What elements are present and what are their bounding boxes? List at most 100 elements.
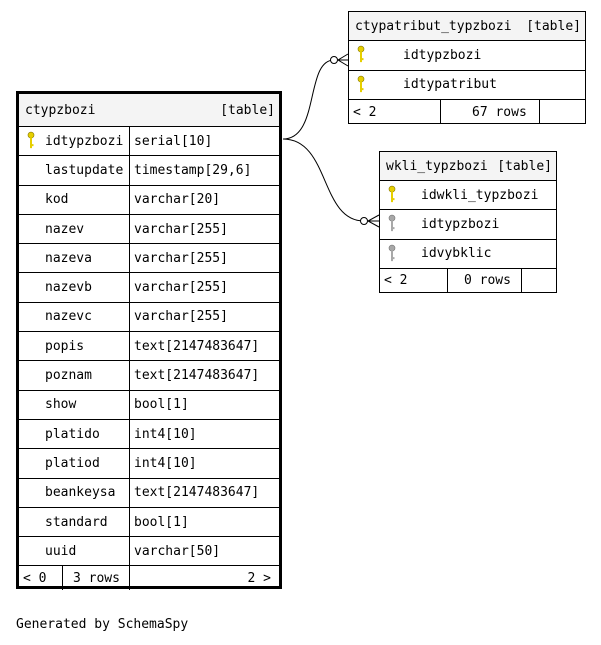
- column-row[interactable]: idtypzbozi: [349, 41, 585, 71]
- column-name-cell: platido: [19, 419, 130, 449]
- column-name-cell: idtypatribut: [349, 71, 585, 100]
- column-name: standard: [45, 514, 108, 530]
- column-name-cell: popis: [19, 332, 130, 361]
- column-row[interactable]: idvybklic: [380, 240, 556, 269]
- column-name-cell: uuid: [19, 537, 130, 566]
- column-name: lastupdate: [45, 162, 124, 178]
- relation-optional-circle: [360, 217, 368, 225]
- column-row[interactable]: uuid varchar[50]: [19, 537, 279, 567]
- column-name: nazev: [45, 221, 85, 237]
- column-name-cell: show: [19, 390, 130, 419]
- column-name: beankeysa: [45, 485, 116, 501]
- column-type: varchar[20]: [134, 192, 221, 208]
- column-name: idtypzbozi: [45, 133, 124, 149]
- column-type: varchar[255]: [134, 309, 228, 325]
- key-icon: [388, 215, 396, 232]
- column-row[interactable]: standard bool[1]: [19, 507, 279, 538]
- column-type: text[2147483647]: [134, 338, 260, 354]
- row-count: 3 rows: [63, 566, 130, 591]
- column-row[interactable]: nazevb varchar[255]: [19, 273, 279, 303]
- column-name: show: [45, 397, 77, 413]
- relation-ctypzbozi-ctypatribut: [282, 59, 335, 140]
- table-header: ctypzbozi [table]: [19, 94, 279, 127]
- column-row[interactable]: beankeysa text[2147483647]: [19, 478, 279, 508]
- column-type: bool[1]: [134, 514, 189, 530]
- column-row[interactable]: show bool[1]: [19, 390, 279, 420]
- key-icon: [357, 46, 365, 63]
- column-row[interactable]: popis text[2147483647]: [19, 332, 279, 362]
- table-kind: [table]: [526, 18, 581, 34]
- column-type: text[2147483647]: [134, 368, 260, 384]
- table-ctypzbozi[interactable]: ctypzbozi [table] idtypzbozi serial[10] la…: [16, 91, 282, 591]
- children-count[interactable]: 2 >: [247, 570, 271, 586]
- column-name: popis: [45, 338, 85, 354]
- parents-count[interactable]: < 2: [349, 100, 441, 124]
- column-name: platiod: [45, 455, 100, 471]
- column-name-cell: nazevb: [19, 273, 130, 302]
- table-name: ctypatribut_typzbozi: [355, 18, 512, 34]
- column-name: poznam: [45, 368, 92, 384]
- table-name: ctypzbozi: [25, 102, 96, 118]
- key-icon: [388, 185, 396, 203]
- table-footer: < 0 3 rows 2 >: [19, 566, 279, 591]
- table-kind: [table]: [497, 158, 552, 174]
- column-row[interactable]: idtypzbozi serial[10]: [19, 127, 279, 157]
- table-footer: < 2 67 rows: [349, 100, 585, 124]
- column-row[interactable]: lastupdate timestamp[29,6]: [19, 156, 279, 186]
- column-type: timestamp[29,6]: [134, 162, 252, 178]
- table-header: ctypatribut_typzbozi [table]: [349, 12, 585, 41]
- column-name: nazevc: [45, 309, 92, 325]
- column-name: idtypzbozi: [403, 47, 482, 63]
- column-name-cell: nazev: [19, 214, 130, 244]
- column-row[interactable]: idtypzbozi: [380, 210, 556, 240]
- column-type: varchar[255]: [134, 280, 228, 296]
- column-row[interactable]: poznam text[2147483647]: [19, 361, 279, 391]
- relation-ctypzbozi-wkli: [282, 138, 365, 222]
- key-icon: [27, 131, 35, 149]
- column-name-cell: idtypzbozi: [19, 127, 130, 156]
- children-count[interactable]: [522, 269, 556, 293]
- table-footer: < 2 0 rows: [380, 268, 556, 293]
- table-name: wkli_typzbozi: [386, 158, 488, 174]
- column-name-cell: lastupdate: [19, 156, 130, 185]
- column-name: idwkli_typzbozi: [421, 187, 539, 203]
- column-name-cell: idtypzbozi: [349, 41, 585, 70]
- key-icon: [388, 244, 396, 261]
- column-name: nazevb: [45, 280, 92, 296]
- column-name-cell: idvybklic: [380, 240, 556, 268]
- column-row[interactable]: idwkli_typzbozi: [380, 181, 556, 211]
- column-type: varchar[255]: [134, 250, 228, 266]
- column-name: platido: [45, 426, 100, 442]
- column-name-cell: beankeysa: [19, 478, 130, 507]
- row-count: 0 rows: [448, 268, 522, 293]
- column-name-cell: nazeva: [19, 244, 130, 273]
- column-name-cell: platiod: [19, 449, 130, 478]
- table-kind: [table]: [220, 102, 275, 118]
- column-row[interactable]: nazevc varchar[255]: [19, 302, 279, 333]
- parents-count[interactable]: < 2: [380, 268, 448, 293]
- column-type: varchar[50]: [134, 543, 221, 559]
- table-ctypatribut-typzbozi[interactable]: ctypatribut_typzbozi [table] idtypzbozi i…: [348, 11, 586, 124]
- row-count: 67 rows: [441, 100, 540, 124]
- column-name-cell: poznam: [19, 361, 130, 390]
- column-name-cell: idwkli_typzbozi: [380, 181, 556, 209]
- children-count[interactable]: [540, 100, 585, 124]
- column-name: uuid: [45, 543, 77, 559]
- parents-count[interactable]: < 0: [19, 566, 63, 591]
- column-name: idtypzbozi: [421, 216, 500, 232]
- column-type: bool[1]: [134, 397, 189, 413]
- column-name: idtypatribut: [403, 77, 497, 93]
- column-type: text[2147483647]: [134, 485, 260, 501]
- column-type: int4[10]: [134, 426, 197, 442]
- generator-credit: Generated by SchemaSpy: [16, 617, 189, 632]
- relation-crowfoot: [337, 53, 349, 67]
- column-row[interactable]: idtypatribut: [349, 71, 585, 100]
- column-row[interactable]: platido int4[10]: [19, 419, 279, 450]
- column-type: serial[10]: [134, 133, 213, 149]
